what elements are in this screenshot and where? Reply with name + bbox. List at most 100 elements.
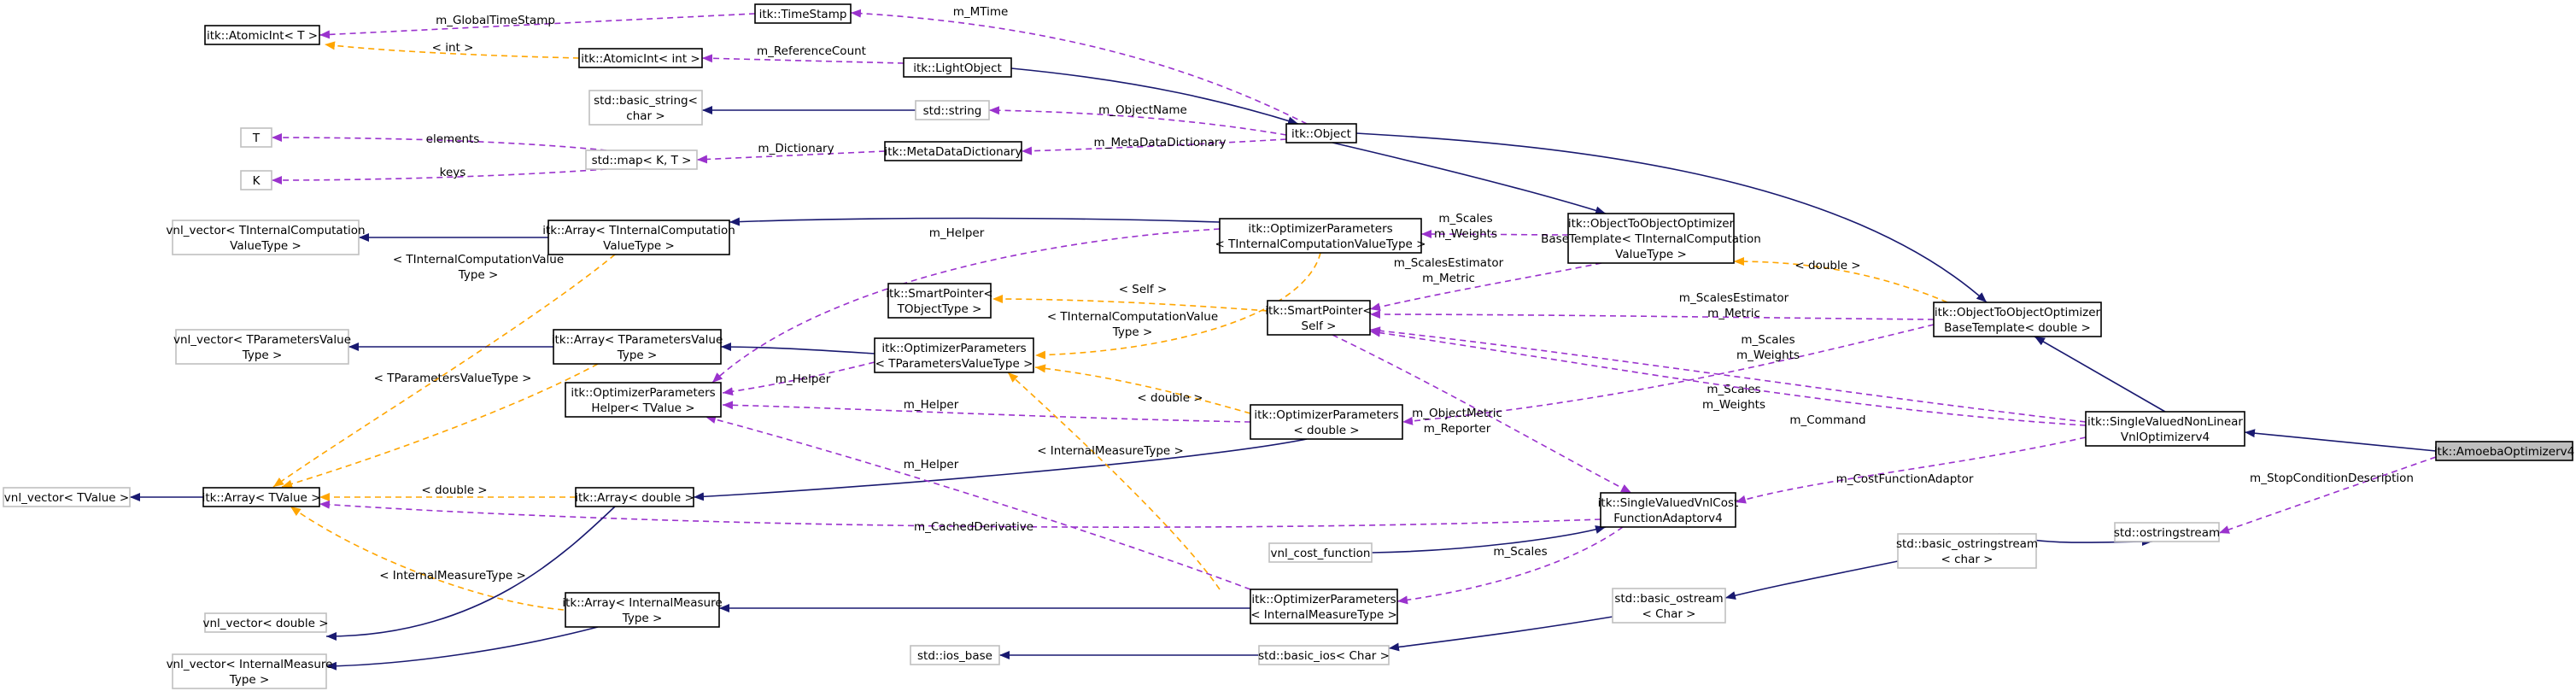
class-box [578, 48, 703, 68]
class-name-label: TObjectType > [897, 302, 982, 316]
edge-label: m_Helper [904, 458, 959, 472]
class-node-vnl_tvalue[interactable]: vnl_vector< TValue > [3, 487, 131, 507]
class-node-o2o_double[interactable]: itk::ObjectToObjectOptimizerBaseTemplate… [1933, 302, 2102, 337]
edge-e_object_o2od [1355, 132, 1988, 303]
class-node-array_double[interactable]: itk::Array< double > [575, 487, 694, 507]
class-name-label: itk::ObjectToObjectOptimizer [1935, 306, 2101, 319]
class-name-label: itk::ObjectToObjectOptimizer [1568, 217, 1735, 231]
class-box [1258, 645, 1390, 665]
edge-label: Type > [1112, 325, 1153, 339]
class-node-metadict[interactable]: itk::MetaDataDictionary [884, 141, 1022, 161]
class-box [172, 220, 360, 255]
class-name-label: Helper< TValue > [591, 401, 694, 415]
edge-e_bi_bo [1388, 616, 1613, 652]
edge-label: m_CachedDerivative [914, 520, 1033, 534]
class-box [1612, 588, 1726, 624]
class-box [1567, 213, 1735, 264]
edge-label: m_Scales [1438, 212, 1492, 226]
class-name-label: itk::Array< double > [575, 491, 694, 505]
class-node-basic_ostream[interactable]: std::basic_ostream< Char > [1612, 588, 1726, 624]
edge-label: m_Weights [1736, 348, 1800, 362]
class-node-svvnl_adaptor[interactable]: itk::SingleValuedVnlCostFunctionAdaptorv… [1598, 492, 1739, 528]
usage-arrow [1396, 526, 1624, 605]
class-name-label: std::ostringstream [2114, 526, 2220, 540]
class-name-label: std::ios_base [917, 649, 992, 663]
class-node-array_tvalue[interactable]: itk::Array< TValue > [202, 487, 321, 507]
class-box [884, 141, 1022, 161]
usage-arrow [1332, 334, 1632, 494]
class-name-label: std::basic_ostringstream [1896, 537, 2038, 551]
edge-label: m_MTime [953, 5, 1009, 19]
class-node-basic_ostringstream[interactable]: std::basic_ostringstream< char > [1896, 533, 2038, 569]
class-node-array_tparams[interactable]: itk::Array< TParametersValueType > [552, 329, 723, 365]
class-box [887, 283, 992, 319]
class-node-vnl_cost[interactable]: vnl_cost_function [1268, 542, 1373, 563]
class-node-atomicint_t[interactable]: itk::AtomicInt< T > [204, 25, 320, 45]
edge-label: m_Helper [929, 226, 985, 240]
class-node-atomicint_int[interactable]: itk::AtomicInt< int > [578, 48, 703, 68]
class-name-label: K [253, 174, 261, 188]
edge-label: m_Weights [1434, 227, 1497, 241]
class-name-label: itk::TimeStamp [759, 8, 847, 21]
class-node-amoeba[interactable]: itk::AmoebaOptimizerv4 [2434, 441, 2574, 461]
class-node-smartptr_self[interactable]: itk::SmartPointer<Self > [1265, 300, 1373, 336]
class-node-timestamp[interactable]: itk::TimeStamp [754, 3, 852, 24]
class-node-array_tint[interactable]: itk::Array< TInternalComputationValueTyp… [542, 220, 735, 255]
class-node-ios_base[interactable]: std::ios_base [910, 645, 1000, 665]
class-node-optparams_tint[interactable]: itk::OptimizerParameters< TInternalCompu… [1215, 218, 1426, 254]
class-node-vnl_tint[interactable]: vnl_vector< TInternalComputationValueTyp… [166, 220, 366, 255]
class-box [588, 90, 703, 126]
class-node-ostringstream[interactable]: std::ostringstream [2114, 522, 2220, 542]
class-node-optparams_tparams[interactable]: itk::OptimizerParameters< TParametersVal… [874, 337, 1034, 373]
class-node-optparams_double[interactable]: itk::OptimizerParameters< double > [1250, 404, 1403, 440]
edge-e_adaptor_svnl: m_CostFunctionAdaptor [1735, 436, 2087, 504]
usage-arrow [850, 9, 1308, 125]
edge-e_ts_object: m_MTime [850, 5, 1308, 125]
class-name-label: vnl_vector< InternalMeasure [167, 658, 333, 671]
class-node-vnl_imt[interactable]: vnl_vector< InternalMeasureType > [167, 653, 333, 689]
class-node-basic_ios[interactable]: std::basic_ios< Char > [1258, 645, 1390, 665]
class-node-T[interactable]: T [240, 127, 272, 148]
class-node-basic_string[interactable]: std::basic_string<char > [588, 90, 703, 126]
template-arrow [1034, 252, 1321, 360]
class-node-stdmap[interactable]: std::map< K, T > [585, 149, 698, 170]
class-node-vnl_double[interactable]: vnl_vector< double > [202, 612, 329, 633]
class-name-label: std::basic_string< [594, 94, 698, 108]
class-name-label: itk::OptimizerParameters [1254, 408, 1398, 422]
class-node-optparams_imt[interactable]: itk::OptimizerParameters< InternalMeasur… [1250, 589, 1398, 624]
class-box [754, 3, 852, 24]
edge-label: < InternalMeasureType > [379, 569, 526, 583]
class-name-label: < char > [1941, 553, 1993, 566]
class-node-stdstring[interactable]: std::string [915, 100, 990, 120]
edge-e_helper_optp: m_Helper [722, 361, 875, 396]
class-name-label: itk::AtomicInt< T > [207, 29, 318, 43]
class-box [204, 25, 320, 45]
class-name-label: vnl_vector< double > [202, 617, 328, 630]
class-name-label: itk::SmartPointer< [886, 287, 992, 301]
class-node-array_imt[interactable]: itk::Array< InternalMeasureType > [562, 592, 723, 628]
edge-label: Type > [458, 268, 499, 282]
edge-e_optp_optd: < double > [1034, 364, 1251, 414]
class-node-vnl_tparams[interactable]: vnl_vector< TParametersValueType > [173, 329, 351, 365]
usage-arrow [988, 106, 1287, 136]
class-box [172, 653, 327, 689]
edge-label: m_Metric [1707, 307, 1760, 320]
class-name-label: T [252, 132, 261, 145]
class-node-o2o_tint[interactable]: itk::ObjectToObjectOptimizerBaseTemplate… [1541, 213, 1761, 264]
inheritance-arrow [729, 217, 1221, 226]
class-box [2085, 411, 2245, 447]
class-node-K[interactable]: K [240, 170, 272, 190]
class-box [240, 170, 272, 190]
edge-e_atv_at: < TInternalComputationValueType > [272, 253, 616, 488]
inheritance-arrow [1371, 525, 1607, 554]
class-name-label: < double > [1293, 424, 1359, 437]
class-node-lightobject[interactable]: itk::LightObject [903, 57, 1012, 78]
class-name-label: std::basic_ios< Char > [1258, 649, 1390, 663]
class-node-smartptr_tobj[interactable]: itk::SmartPointer<TObjectType > [886, 283, 993, 319]
class-box [575, 487, 694, 507]
edge-e_spt_sp: < Self > [992, 283, 1268, 312]
class-node-object[interactable]: itk::Object [1285, 123, 1357, 144]
